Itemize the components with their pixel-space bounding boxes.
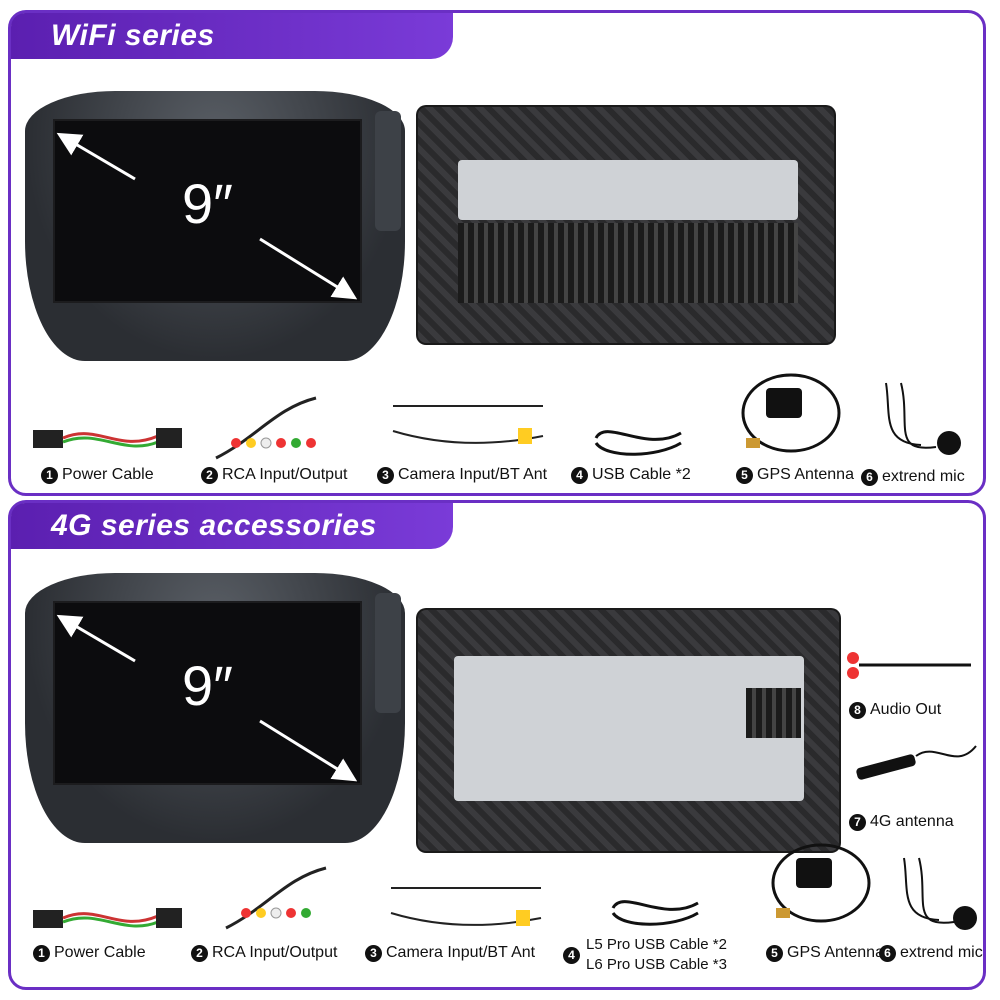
usb-label: USB Cable *2	[592, 466, 691, 483]
rca-cable-icon	[225, 866, 327, 930]
rca-label: RCA Input/Output	[212, 944, 338, 961]
usb-cable-icon	[594, 430, 682, 456]
badge-7: 7	[849, 813, 866, 831]
4g-antenna-label: 4G antenna	[870, 813, 954, 830]
power-cable-label: Power Cable	[62, 466, 154, 483]
badge-2: 2	[191, 944, 208, 962]
usb-label-l5: L5 Pro USB Cable *2	[586, 936, 727, 953]
usb-cable-icon	[611, 900, 699, 926]
head-unit-screen: 9″	[53, 119, 362, 303]
head-unit-front-4g: 9″	[25, 573, 405, 843]
4g-antenna-icon	[856, 745, 977, 780]
camera-label: Camera Input/BT Ant	[386, 944, 536, 961]
screen-size-label: 9″	[182, 654, 233, 717]
harness-icon	[33, 908, 182, 928]
head-unit-rear-4g	[416, 608, 841, 853]
gps-label: GPS Antenna	[787, 944, 884, 961]
mic-icon	[885, 382, 961, 455]
diagonal-arrows-icon	[56, 614, 358, 782]
camera-label: Camera Input/BT Ant	[398, 466, 548, 483]
rca-label: RCA Input/Output	[222, 466, 348, 483]
badge-4: 4	[563, 946, 580, 964]
badge-2: 2	[201, 466, 218, 484]
badge-3: 3	[365, 944, 382, 962]
badge-8: 8	[849, 701, 866, 719]
gps-antenna-icon	[741, 373, 841, 453]
badge-5: 5	[736, 466, 753, 484]
wifi-series-banner: WiFi series accessories	[11, 13, 453, 98]
audio-out-label: Audio Out	[870, 701, 942, 718]
mic-label: extrend mic	[882, 468, 965, 485]
4g-series-banner: 4G series accessories	[11, 503, 453, 549]
badge-1: 1	[33, 944, 50, 962]
screen-size-label: 9″	[182, 172, 233, 235]
diagonal-arrows-icon	[56, 132, 358, 300]
head-unit-screen-4g: 9″	[53, 601, 362, 785]
badge-6: 6	[879, 944, 896, 962]
head-unit-rear	[416, 105, 836, 345]
badge-5: 5	[766, 944, 783, 962]
usb-label-l6: L6 Pro USB Cable *3	[586, 956, 727, 973]
gps-label: GPS Antenna	[757, 466, 854, 483]
camera-cable-icon	[390, 887, 542, 926]
badge-3: 3	[377, 466, 394, 484]
camera-cable-icon	[392, 405, 544, 444]
power-cable-label: Power Cable	[54, 944, 146, 961]
harness-icon	[33, 428, 182, 448]
badge-4: 4	[571, 466, 588, 484]
rca-cable-icon	[215, 396, 317, 460]
mic-label: extrend mic	[900, 944, 983, 961]
gps-antenna-icon	[771, 843, 871, 923]
mic-icon	[903, 857, 977, 930]
badge-1: 1	[41, 466, 58, 484]
audio-out-cable-icon	[847, 652, 971, 679]
badge-6: 6	[861, 468, 878, 486]
head-unit-front: 9″	[25, 91, 405, 361]
